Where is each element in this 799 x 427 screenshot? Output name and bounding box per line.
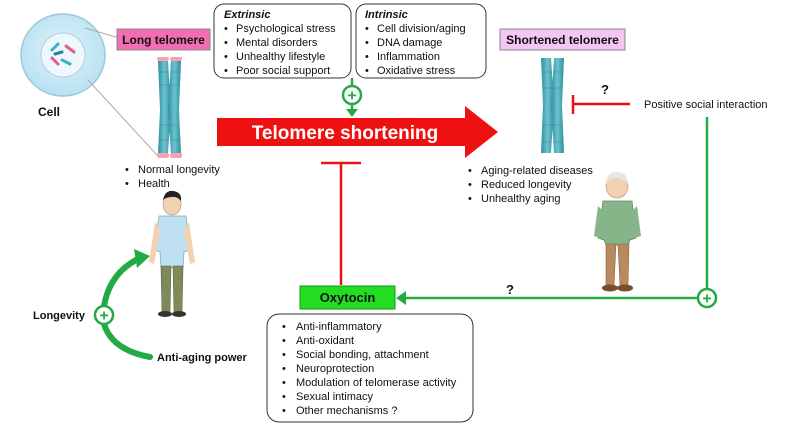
- causes-plus-connector: +: [341, 78, 363, 117]
- intrinsic-item: Inflammation: [377, 51, 440, 63]
- effects-bullet: •: [282, 405, 286, 417]
- extrinsic-title: Extrinsic: [224, 9, 270, 21]
- aging-bullet: •: [468, 165, 472, 177]
- cell-label: Cell: [38, 105, 60, 119]
- extrinsic-item: Psychological stress: [236, 23, 336, 35]
- oxytocin-effect-item: Anti-oxidant: [296, 335, 354, 347]
- short-chromosome-illustration: [541, 58, 564, 153]
- intrinsic-title: Intrinsic: [365, 9, 408, 21]
- extrinsic-bullet: •: [224, 37, 228, 49]
- arrow-down-icon: [346, 109, 358, 117]
- healthy-bullet: •: [125, 178, 129, 190]
- telomere-shortening-label: Telomere shortening: [252, 123, 439, 144]
- telomere-shortening-arrow: [217, 106, 498, 158]
- intrinsic-bullet: •: [365, 23, 369, 35]
- oxytocin-effect-item: Neuroprotection: [296, 363, 374, 375]
- long-telomere-box: [116, 28, 211, 51]
- effects-bullet: •: [282, 349, 286, 361]
- shortened-telomere-box: [499, 28, 626, 51]
- extrinsic-item: Unhealthy lifestyle: [236, 51, 325, 63]
- effects-bullet: •: [282, 377, 286, 389]
- oxytocin-effect-item: Sexual intimacy: [296, 391, 374, 403]
- oxytocin-label: Oxytocin: [320, 290, 376, 305]
- intrinsic-item: Cell division/aging: [377, 23, 466, 35]
- intrinsic-item: Oxidative stress: [377, 65, 456, 77]
- social-to-oxytocin-pathway: +: [396, 117, 718, 309]
- extrinsic-box: [213, 3, 352, 79]
- positive-social-label: Positive social interaction: [644, 99, 768, 111]
- shortened-telomere-label: Shortened telomere: [506, 33, 619, 47]
- effects-bullet: •: [282, 391, 286, 403]
- intrinsic-box: [355, 3, 487, 79]
- long-telomere-label: Long telomere: [122, 33, 205, 47]
- intrinsic-bullet: •: [365, 51, 369, 63]
- aging-outcome-item: Reduced longevity: [481, 179, 572, 191]
- oxytocin-effect-item: Anti-inflammatory: [296, 321, 382, 333]
- effects-bullet: •: [282, 363, 286, 375]
- young-person-illustration: [149, 190, 195, 317]
- effects-bullet: •: [282, 335, 286, 347]
- extrinsic-bullet: •: [224, 51, 228, 63]
- plus-sign: +: [99, 308, 108, 325]
- plus-sign: +: [702, 291, 711, 308]
- longevity-label: Longevity: [33, 310, 86, 322]
- healthy-bullet: •: [125, 164, 129, 176]
- aging-bullet: •: [468, 179, 472, 191]
- long-chromosome-illustration: [157, 57, 182, 158]
- arrow-left-icon: [396, 291, 406, 305]
- elderly-person-illustration: [594, 172, 641, 292]
- plus-sign: +: [347, 88, 356, 105]
- oxytocin-effects-box: [266, 313, 474, 423]
- intrinsic-bullet: •: [365, 37, 369, 49]
- social-question-mark: ?: [601, 82, 609, 97]
- extrinsic-bullet: •: [224, 65, 228, 77]
- extrinsic-bullet: •: [224, 23, 228, 35]
- oxytocin-effect-item: Modulation of telomerase activity: [296, 377, 457, 389]
- cell-illustration: [20, 13, 158, 156]
- plus-circle-icon: [93, 304, 115, 326]
- longevity-cycle: +: [93, 249, 153, 360]
- aging-outcome-item: Aging-related diseases: [481, 165, 593, 177]
- intrinsic-item: DNA damage: [377, 37, 442, 49]
- healthy-outcome-item: Normal longevity: [138, 164, 220, 176]
- oxytocin-effect-item: Social bonding, attachment: [296, 349, 429, 361]
- oxytocin-effect-item: Other mechanisms ?: [296, 405, 397, 417]
- aging-outcome-item: Unhealthy aging: [481, 193, 561, 205]
- healthy-outcome-item: Health: [138, 178, 170, 190]
- extrinsic-item: Poor social support: [236, 65, 330, 77]
- anti-aging-label: Anti-aging power: [157, 352, 248, 364]
- intrinsic-bullet: •: [365, 65, 369, 77]
- aging-bullet: •: [468, 193, 472, 205]
- extrinsic-item: Mental disorders: [236, 37, 318, 49]
- oxytocin-box: [299, 285, 396, 310]
- arrow-up-right-icon: [134, 249, 150, 268]
- oxytocin-question-mark: ?: [506, 282, 514, 297]
- effects-bullet: •: [282, 321, 286, 333]
